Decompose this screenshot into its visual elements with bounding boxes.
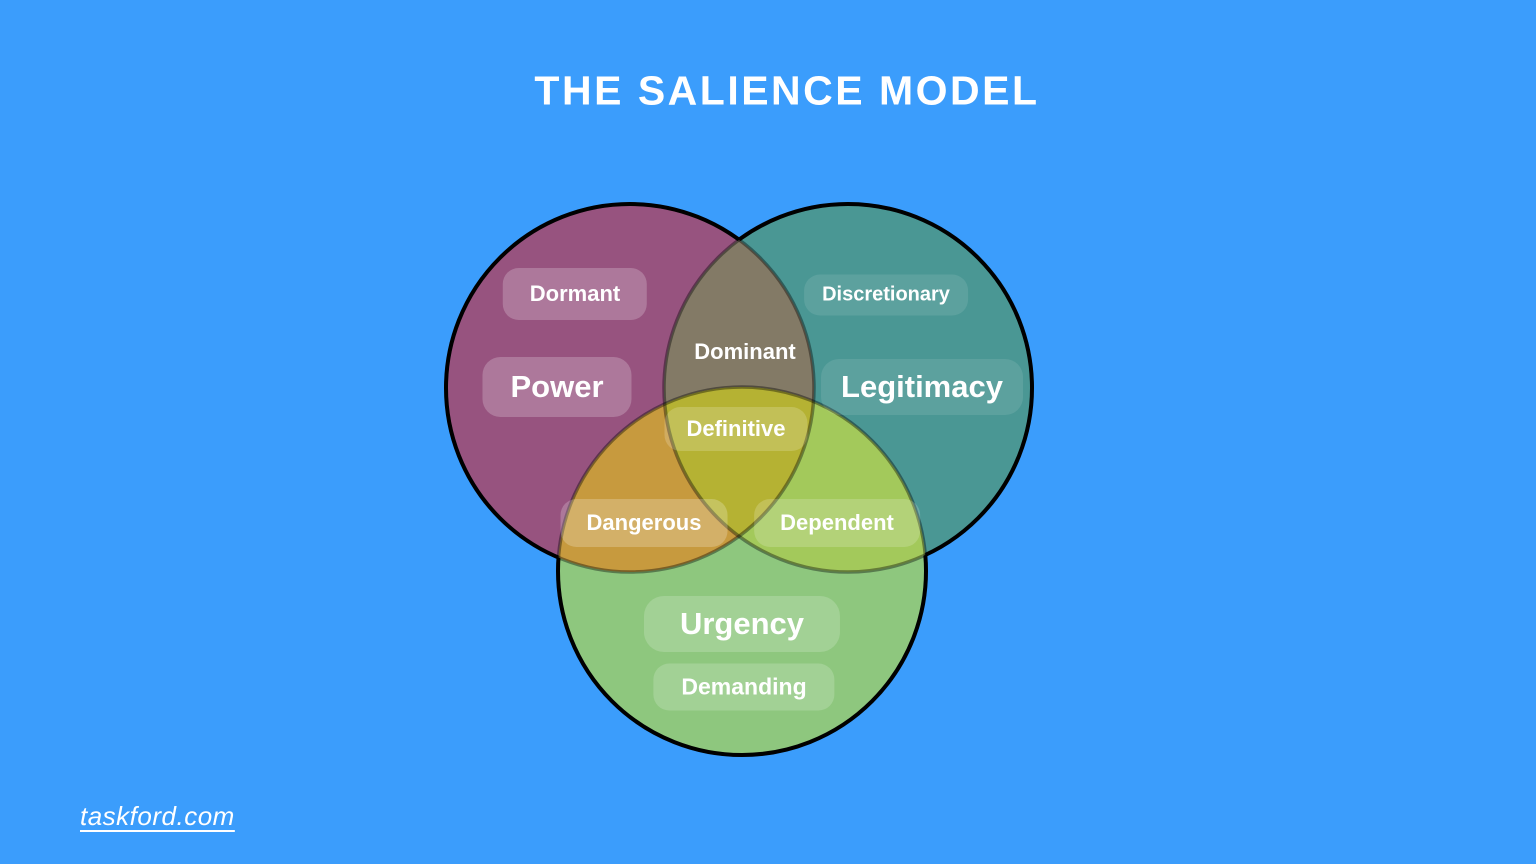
demanding-label: Demanding <box>653 663 835 711</box>
taskford-link[interactable]: taskford.com <box>80 801 235 831</box>
page-title: THE SALIENCE MODEL <box>534 67 1040 114</box>
urgency-label: Urgency <box>643 596 841 652</box>
discretionary-label: Discretionary <box>804 274 968 316</box>
dormant-label: Dormant <box>502 268 648 320</box>
dangerous-label: Dangerous <box>560 499 728 547</box>
definitive-label: Definitive <box>664 407 808 451</box>
legitimacy-label: Legitimacy <box>821 359 1023 415</box>
dependent-label: Dependent <box>754 499 920 547</box>
power-label: Power <box>482 357 632 417</box>
outer-outline <box>444 202 1034 757</box>
dominant-label: Dominant <box>694 339 796 364</box>
